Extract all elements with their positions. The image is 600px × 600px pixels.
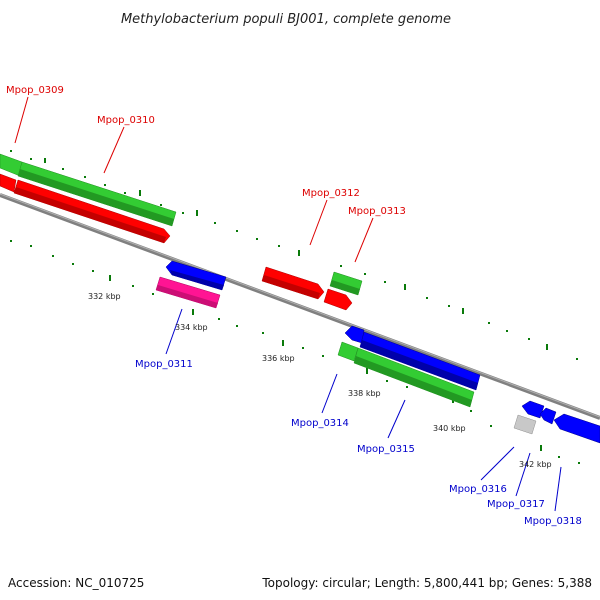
accession-text: Accession: NC_010725 (8, 576, 144, 590)
scale-label-338: 338 kbp (348, 389, 381, 398)
gene-Mpop_0316[interactable] (513, 414, 537, 435)
label-Mpop_0311[interactable]: Mpop_0311 (135, 359, 193, 370)
label-Mpop_0312[interactable]: Mpop_0312 (302, 188, 360, 199)
label-Mpop_0310[interactable]: Mpop_0310 (97, 115, 155, 126)
genome-backbone (0, 193, 600, 420)
gene-Mpop_0317[interactable] (521, 400, 545, 419)
gene-red-left[interactable] (0, 173, 17, 193)
genome-summary-text: Topology: circular; Length: 5,800,441 bp… (261, 576, 592, 590)
label-Mpop_0317[interactable]: Mpop_0317 (487, 499, 545, 510)
scale-label-340: 340 kbp (433, 424, 466, 433)
label-Mpop_0315[interactable]: Mpop_0315 (357, 444, 415, 455)
scale-label-334: 334 kbp (175, 323, 208, 332)
tick-row-outer (10, 150, 578, 360)
gene-Mpop_0314[interactable] (337, 341, 359, 362)
gene-Mpop_0318[interactable] (553, 413, 600, 444)
map-title: Methylobacterium populi BJ001, complete … (121, 12, 451, 27)
label-Mpop_0316[interactable]: Mpop_0316 (449, 484, 507, 495)
label-Mpop_0313[interactable]: Mpop_0313 (348, 206, 406, 217)
gene-Mpop_0313[interactable] (323, 288, 353, 311)
gene-blue-small-0314[interactable] (344, 325, 365, 344)
tick-row-inner (10, 240, 580, 464)
scale-label-342: 342 kbp (519, 460, 552, 469)
gene-Mpop_0317b[interactable] (539, 407, 557, 425)
label-Mpop_0314[interactable]: Mpop_0314 (291, 418, 349, 429)
scale-label-336: 336 kbp (262, 354, 295, 363)
scale-label-332: 332 kbp (88, 292, 121, 301)
label-Mpop_0318[interactable]: Mpop_0318 (524, 516, 582, 527)
label-Mpop_0309[interactable]: Mpop_0309 (6, 85, 64, 96)
